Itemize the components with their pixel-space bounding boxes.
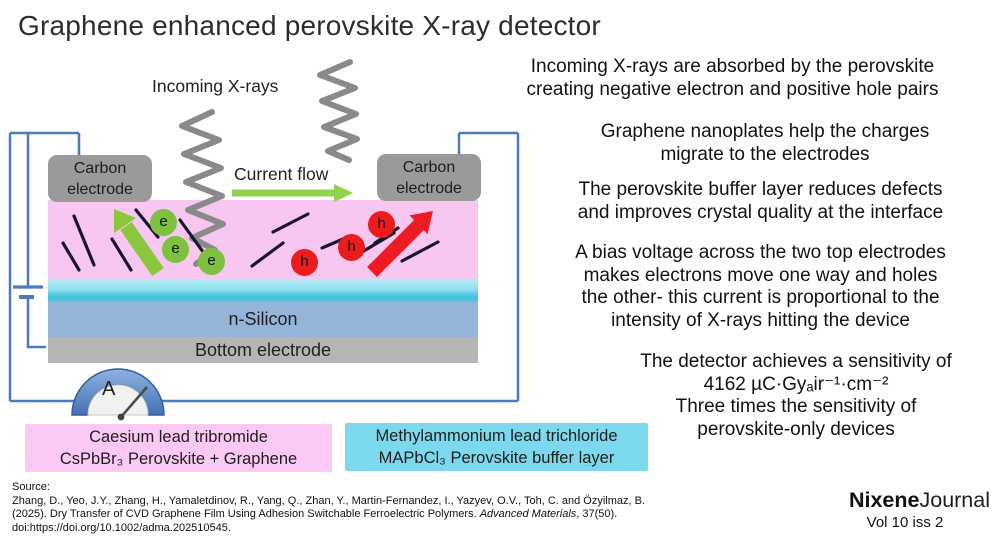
carbon-electrode-right-line1: Carbon [402, 159, 456, 176]
legend-perovskite-line2: CsPbBr₃ Perovskite + Graphene [59, 450, 298, 468]
paragraph-nanoplates: Graphene nanoplates help the charges mig… [540, 121, 990, 166]
n-silicon-layer: n-Silicon [48, 302, 478, 337]
legend-buffer-line2: MAPbCl₃ Perovskite buffer layer [378, 449, 615, 467]
incoming-xrays-label: Incoming X-rays [152, 76, 279, 96]
hole-circle: h [368, 211, 395, 238]
legend-perovskite-box: Caesium lead tribromide CsPbBr₃ Perovski… [25, 424, 332, 472]
paragraph-line: the other- this current is proportional … [581, 287, 940, 308]
hole-circle: h [291, 249, 318, 276]
paragraph-line: and improves crystal quality at the inte… [577, 201, 944, 223]
n-silicon-label: n-Silicon [228, 309, 298, 329]
paragraph-line: The detector achieves a sensitivity of [640, 351, 952, 372]
electron-circle: e [162, 236, 189, 263]
journal-logo: NixeneJournal [800, 488, 990, 513]
electron-circle: e [198, 248, 225, 275]
source-journal-name: Advanced Materials [479, 508, 577, 520]
paragraph-line: perovskite-only devices [697, 418, 895, 440]
paragraph-line: makes electrons move one way and holes [583, 264, 938, 286]
current-flow-label: Current flow [234, 164, 329, 184]
source-title-line: (2025). Dry Transfer of CVD Graphene Fil… [12, 508, 772, 522]
paragraph-line: Graphene nanoplates help the charges [600, 121, 930, 142]
source-title-pre: (2025). Dry Transfer of CVD Graphene Fil… [12, 508, 480, 520]
hole-circle: h [338, 234, 365, 261]
source-heading: Source: [12, 481, 50, 493]
paragraph-line: migrate to the electrodes [660, 143, 870, 165]
source-title-post: , 37(50). [576, 508, 618, 520]
paragraph-line: intensity of X-rays hitting the device [611, 309, 910, 331]
ammeter-icon [71, 368, 165, 421]
buffer-layer [48, 279, 478, 302]
paragraph-line: The perovskite buffer layer reduces defe… [578, 179, 943, 200]
source-citation: Source: Zhang, D., Yeo, J.Y., Zhang, H.,… [12, 481, 772, 535]
journal-logo-light: Journal [919, 488, 990, 512]
page-title: Graphene enhanced perovskite X-ray detec… [18, 10, 601, 41]
source-doi: doi:https://doi.org/10.1002/adma.2025105… [12, 521, 231, 534]
sensitivity-value: 4162 µC·Gyₐir⁻¹·cm⁻² [703, 373, 889, 395]
journal-logo-bold: Nixene [848, 488, 920, 512]
legend-buffer-box: Methylammonium lead trichloride MAPbCl₃ … [345, 423, 648, 471]
electron-circle: e [150, 209, 177, 236]
ammeter-label: A [102, 378, 116, 400]
carbon-electrode-left-line1: Carbon [73, 160, 127, 177]
bottom-electrode-layer: Bottom electrode [48, 337, 478, 363]
perovskite-layer [48, 200, 478, 279]
legend-perovskite-line1: Caesium lead tribromide [89, 428, 268, 446]
paragraph-line: Incoming X-rays are absorbed by the pero… [530, 56, 935, 77]
legend-buffer-line1: Methylammonium lead trichloride [375, 427, 618, 445]
paragraph-line: Three times the sensitivity of [675, 396, 917, 417]
paragraph-sensitivity: The detector achieves a sensitivity of 4… [600, 351, 992, 441]
carbon-electrode-right-line2: electrode [396, 180, 462, 197]
paragraph-bias-voltage: A bias voltage across the two top electr… [528, 242, 993, 332]
carbon-electrode-right: Carbon electrode [377, 154, 481, 201]
journal-volume: Vol 10 iss 2 [866, 514, 944, 531]
paragraph-line: A bias voltage across the two top electr… [575, 242, 946, 263]
paragraph-absorption: Incoming X-rays are absorbed by the pero… [480, 56, 985, 101]
battery-icon [13, 285, 43, 299]
paragraph-buffer-layer: The perovskite buffer layer reduces defe… [528, 179, 993, 224]
carbon-electrode-left-line2: electrode [67, 181, 133, 198]
source-authors: Zhang, D., Yeo, J.Y., Zhang, H., Yamalet… [12, 494, 646, 507]
carbon-electrode-left: Carbon electrode [48, 155, 152, 202]
bottom-electrode-label: Bottom electrode [194, 340, 332, 360]
paragraph-line: creating negative electron and positive … [526, 78, 939, 100]
